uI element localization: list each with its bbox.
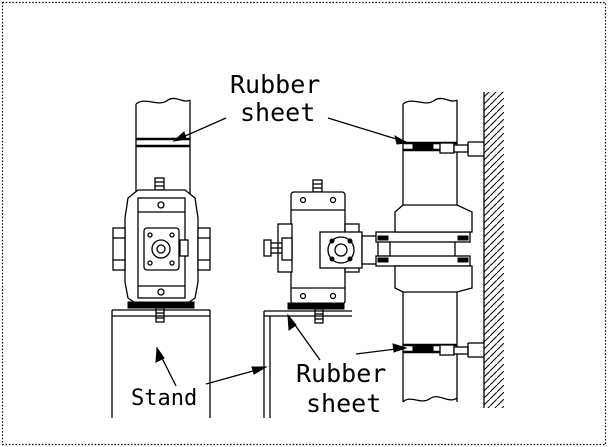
right-pipe-valve-body xyxy=(394,204,473,293)
left-pipe xyxy=(135,97,191,200)
connecting-arm xyxy=(375,231,471,267)
left-stand xyxy=(111,309,211,418)
label-rubber-sheet-top-line2: sheet xyxy=(240,98,315,127)
wall xyxy=(483,92,504,408)
left-actuator xyxy=(112,177,211,323)
leader-rubber-sheet-top xyxy=(172,117,409,145)
leader-stand xyxy=(155,346,268,387)
middle-actuator xyxy=(263,179,379,324)
middle-stand xyxy=(263,310,352,418)
leader-rubber-sheet-bottom xyxy=(287,313,408,361)
label-rubber-sheet-top-line1: Rubber xyxy=(230,70,320,99)
label-rubber-sheet-bottom-line1: Rubber xyxy=(296,359,386,388)
upper-wall-bracket xyxy=(439,141,484,157)
lower-wall-bracket xyxy=(439,342,484,358)
label-rubber-sheet-bottom-line2: sheet xyxy=(306,389,381,418)
label-stand: Stand xyxy=(131,386,197,411)
